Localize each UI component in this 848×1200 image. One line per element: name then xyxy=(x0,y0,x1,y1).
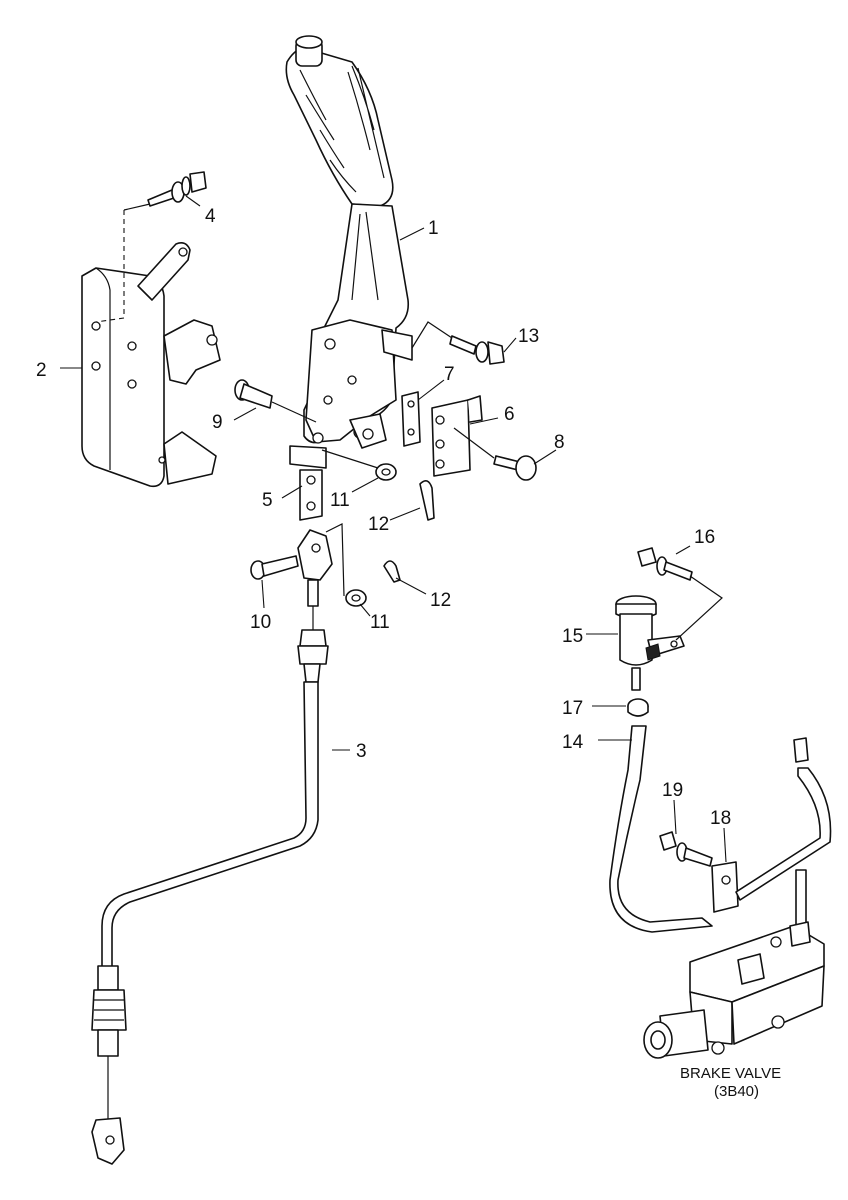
hose-bracket-18 xyxy=(711,861,739,913)
callout-16: 16 xyxy=(694,527,715,548)
callout-8: 8 xyxy=(554,432,565,453)
callout-7: 7 xyxy=(444,364,455,385)
screw-8 xyxy=(493,455,537,481)
callout-5: 5 xyxy=(262,490,273,511)
cotter-pin-12-lower xyxy=(383,560,401,583)
callout-12-upper: 12 xyxy=(368,514,389,535)
bolt-13-guide-line xyxy=(411,321,453,349)
callout-10: 10 xyxy=(250,612,271,633)
callout-19: 19 xyxy=(662,780,683,801)
brake-valve-caption: BRAKE VALVE xyxy=(680,1065,781,1082)
reservoir-15 xyxy=(615,595,685,691)
washer-11-guide-line xyxy=(321,449,379,469)
callout-1: 1 xyxy=(428,218,439,239)
hose-14 xyxy=(609,725,713,933)
callout-11-lower: 11 xyxy=(370,612,390,633)
bolt-19 xyxy=(659,831,713,867)
clevis-pin-10 xyxy=(250,555,299,580)
callout-15: 15 xyxy=(562,626,583,647)
hose-clamp-17 xyxy=(627,698,649,717)
brake-valve xyxy=(643,921,825,1059)
switch-6 xyxy=(431,395,483,477)
screw-8-guide-line xyxy=(453,427,495,459)
washer-11-upper xyxy=(375,463,397,481)
clevis-plate-5 xyxy=(289,445,327,521)
cable-clevis xyxy=(297,529,333,630)
bolt-4-guide-top xyxy=(123,203,151,211)
pin-9 xyxy=(234,379,273,409)
callout-labels: 1 2 3 4 5 6 7 8 9 10 11 11 12 12 13 14 1… xyxy=(36,206,731,829)
cotter-pin-12-upper xyxy=(419,480,435,521)
callout-2: 2 xyxy=(36,360,47,381)
callout-13: 13 xyxy=(518,326,539,347)
bolt-4-guide-line xyxy=(95,210,125,323)
callout-17: 17 xyxy=(562,698,583,719)
callout-14: 14 xyxy=(562,732,584,753)
bolt-16 xyxy=(637,547,693,581)
leader-lines xyxy=(60,195,727,863)
clevis-guide-line xyxy=(325,523,345,597)
callout-18: 18 xyxy=(710,808,731,829)
callout-12-lower: 12 xyxy=(430,590,451,611)
brake-cable-3 xyxy=(91,629,329,1165)
callout-6: 6 xyxy=(504,404,515,425)
callout-4: 4 xyxy=(205,206,216,227)
parking-brake-lever xyxy=(285,35,413,449)
mounting-bracket xyxy=(81,242,221,488)
washer-11-lower xyxy=(345,589,367,607)
brake-line xyxy=(735,737,832,931)
callout-9: 9 xyxy=(212,412,223,433)
brake-valve-reference: (3B40) xyxy=(714,1083,759,1100)
switch-bracket-7 xyxy=(401,391,421,447)
bolt-13 xyxy=(449,335,505,365)
bolt-4 xyxy=(147,171,207,207)
callout-11-upper: 11 xyxy=(330,490,350,511)
callout-3: 3 xyxy=(356,741,367,762)
pin-9-guide-line xyxy=(271,401,317,423)
reservoir-bolt-guide-line xyxy=(675,575,723,641)
